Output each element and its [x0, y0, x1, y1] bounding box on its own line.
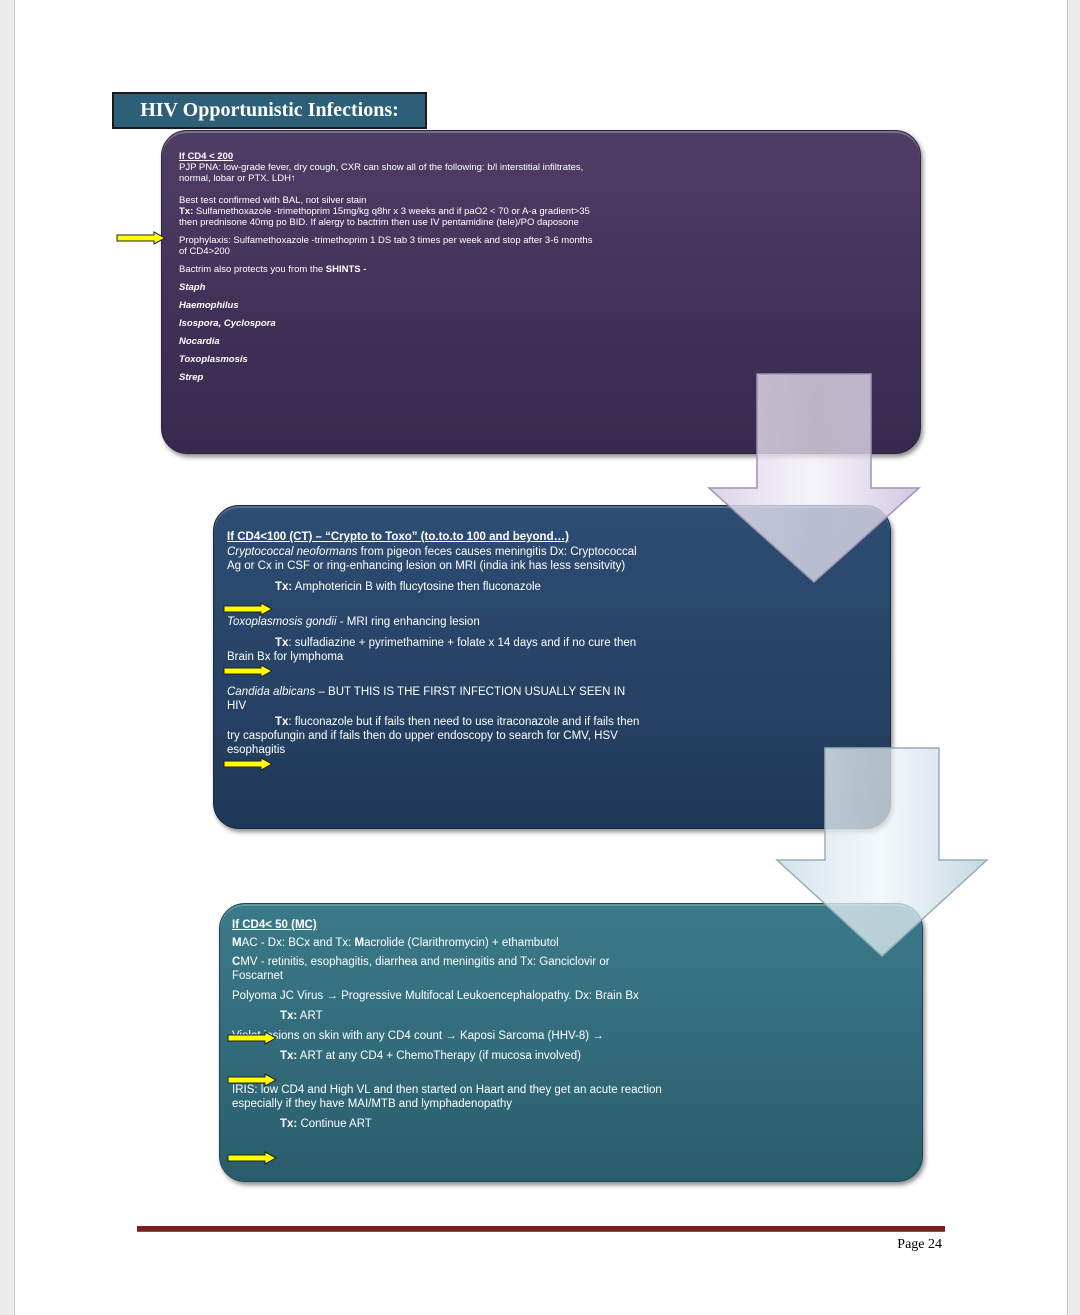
tx-text: ART: [297, 1010, 323, 1022]
tx-text: Amphotericin B with flucytosine then flu…: [292, 581, 541, 593]
cmv-desc: MV - retinitis, esophagitis, diarrhea an…: [232, 956, 610, 982]
shints-item: Nocardia: [179, 336, 220, 347]
crypto-name: Cryptococcal neoformans: [227, 546, 358, 558]
iris-text: IRIS: low CD4 and High VL and then start…: [232, 1084, 662, 1110]
best-test-text: Best test confirmed with BAL, not silver…: [179, 195, 367, 206]
shints-item: Isospora, Cyclospora: [179, 318, 276, 329]
tx-label: Tx: [275, 637, 289, 649]
document-page: HIV Opportunistic Infections: If CD4 < 2…: [14, 0, 1068, 1315]
yellow-arrow-icon: [223, 664, 273, 678]
pjp-tx: Tx: Sulfamethoxazole -trimethoprim 15mg/…: [179, 206, 599, 228]
cd4-200-content: If CD4 < 200 PJP PNA: low-grade fever, d…: [179, 151, 599, 383]
shints-label: SHINTS -: [325, 264, 367, 275]
cd4-50-box: If CD4< 50 (MC) MAC - Dx: BCx and Tx: Ma…: [219, 903, 923, 1182]
iris-tx: Tx: Continue ART: [232, 1117, 662, 1131]
bactrim-text: Bactrim also protects you from the SHINT…: [179, 264, 599, 275]
tx-label: Tx:: [280, 1050, 298, 1062]
prophylaxis-text: Prophylaxis: Sulfamethoxazole -trimethop…: [179, 235, 593, 257]
toxo-desc: - MRI ring enhancing lesion: [336, 616, 480, 628]
kaposi-text: Violet lesions on skin with any CD4 coun…: [232, 1030, 604, 1042]
crypto-tx: Tx: Amphotericin B with flucytosine then…: [227, 580, 647, 594]
jc-virus-text: Polyoma JC Virus → Progressive Multifoca…: [232, 990, 639, 1002]
toxo-tx: Tx: sulfadiazine + pyrimethamine + folat…: [227, 636, 647, 664]
tx-text: Sulfamethoxazole -trimethoprim 15mg/kg q…: [179, 206, 590, 228]
candida-tx: Tx: fluconazole but if fails then need t…: [227, 715, 647, 757]
tx-label: Tx:: [275, 581, 293, 593]
mac-initial: M: [232, 937, 242, 949]
yellow-arrow-icon: [223, 757, 273, 771]
tx-text: : fluconazole but if fails then need to …: [227, 716, 640, 756]
cmv-text: CMV - retinitis, esophagitis, diarrhea a…: [232, 955, 662, 983]
yellow-arrow-icon: [116, 231, 166, 245]
down-arrow-icon: [775, 746, 989, 963]
cd4-200-heading: If CD4 < 200: [179, 151, 234, 162]
pjp-text: PJP PNA: low-grade fever, dry cough, CXR…: [179, 162, 584, 184]
tx-label: Tx:: [179, 206, 194, 217]
yellow-arrow-icon: [227, 1151, 277, 1165]
tx-label: Tx: [275, 716, 289, 728]
tx-label: Tx:: [280, 1118, 298, 1130]
shints-item: Strep: [179, 372, 204, 383]
bactrim-prefix: Bactrim also protects you from the: [179, 264, 326, 275]
yellow-arrow-icon: [227, 1031, 277, 1045]
cmv-initial: C: [232, 956, 241, 968]
crypto-desc: from pigeon feces causes meningitis Dx: …: [227, 546, 637, 572]
cd4-100-heading: If CD4<100 (CT) – “Crypto to Toxo” (to.t…: [227, 531, 569, 543]
candida-text: Candida albicans – BUT THIS IS THE FIRST…: [227, 685, 647, 713]
toxo-name: Toxoplasmosis gondii: [227, 616, 337, 628]
cd4-50-content: If CD4< 50 (MC) MAC - Dx: BCx and Tx: Ma…: [232, 918, 662, 1131]
tx-label: Tx:: [280, 1010, 298, 1022]
page-title: HIV Opportunistic Infections:: [112, 92, 427, 129]
macrolide-initial: M: [354, 937, 365, 949]
mac-text: MAC - Dx: BCx and Tx: Macrolide (Clarith…: [232, 936, 662, 950]
jc-tx: Tx: ART: [232, 1009, 662, 1023]
page-number: Page 24: [897, 1237, 942, 1252]
yellow-arrow-icon: [227, 1073, 277, 1087]
cd4-100-content: If CD4<100 (CT) – “Crypto to Toxo” (to.t…: [227, 530, 647, 757]
cd4-50-heading: If CD4< 50 (MC): [232, 919, 317, 931]
kaposi-tx: Tx: ART at any CD4 + ChemoTherapy (if mu…: [232, 1049, 662, 1063]
down-arrow-icon: [707, 372, 921, 589]
toxo-text: Toxoplasmosis gondii - MRI ring enhancin…: [227, 615, 647, 629]
crypto-text: Cryptococcal neoformans from pigeon fece…: [227, 545, 647, 573]
mac-treatment: acrolide (Clarithromycin) + ethambutol: [364, 937, 559, 949]
shints-item: Toxoplasmosis: [179, 354, 248, 365]
candida-name: Candida albicans: [227, 686, 316, 698]
shints-item: Staph: [179, 282, 206, 293]
candida-desc: – BUT THIS IS THE FIRST INFECTION USUALL…: [227, 686, 626, 712]
cd4-200-box: If CD4 < 200 PJP PNA: low-grade fever, d…: [161, 130, 921, 454]
footer-divider: [137, 1226, 945, 1232]
tx-text: : sulfadiazine + pyrimethamine + folate …: [227, 637, 637, 663]
yellow-arrow-icon: [223, 602, 273, 616]
tx-text: Continue ART: [297, 1118, 372, 1130]
cd4-100-box: If CD4<100 (CT) – “Crypto to Toxo” (to.t…: [213, 505, 891, 829]
mac-desc: AC - Dx: BCx and Tx:: [241, 937, 355, 949]
shints-item: Haemophilus: [179, 300, 239, 311]
tx-text: ART at any CD4 + ChemoTherapy (if mucosa…: [297, 1050, 581, 1062]
